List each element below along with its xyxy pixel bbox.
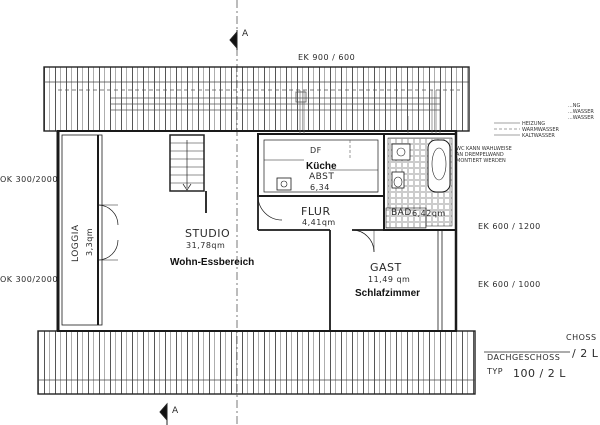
section-mark-top: A	[242, 29, 249, 39]
room-loggia-name: LOGGIA	[71, 224, 81, 262]
room-kueche-name: Küche	[306, 161, 337, 172]
roof-height-top: EK 900 / 600	[298, 53, 356, 62]
title-line3: TYP	[487, 367, 504, 376]
room-flur-area: 4,41qm	[302, 218, 336, 227]
title-line2: DACHGESCHOSS	[487, 353, 561, 362]
roof-height-right-upper: EK 600 / 1200	[478, 222, 541, 231]
gast-room-walls	[437, 230, 443, 331]
section-axis	[159, 0, 238, 425]
section-mark-bottom: A	[172, 406, 179, 416]
room-bad-name: BAD	[391, 208, 412, 218]
room-bad-area: 6,42qm	[412, 209, 446, 218]
legend-warmwasser: WARMWASSER	[522, 127, 559, 133]
legend-note-3: MONTIERT WERDEN	[456, 158, 506, 164]
room-studio-name: STUDIO	[185, 227, 231, 240]
roof-height-left-lower: OK 300/2000	[0, 275, 58, 284]
roof-height-left-upper: OK 300/2000	[0, 175, 58, 184]
pipe-lines	[295, 90, 441, 160]
title-line1: CHOSS	[566, 333, 597, 342]
bathroom	[383, 133, 457, 231]
roof-top	[43, 66, 470, 132]
room-kueche-code: ABST	[309, 172, 335, 182]
room-studio-label: Wohn-Essbereich	[170, 257, 255, 268]
room-gast-name: GAST	[370, 261, 402, 274]
title-line1b: / 2 L	[572, 347, 599, 360]
room-gast-area: 11,49 qm	[368, 275, 411, 284]
legend-note-1: WC KANN WAHLWEISE	[456, 146, 512, 152]
legend-top-1: ...NG	[568, 103, 581, 109]
legend-kaltwasser: KALTWASSER	[522, 133, 555, 139]
room-flur-name: FLUR	[301, 205, 331, 218]
stair	[169, 134, 205, 192]
legend-lines	[494, 122, 520, 136]
room-studio-area: 31,78qm	[186, 241, 226, 250]
room-kueche-area: 6,34	[310, 183, 330, 192]
room-loggia-area: 3,3qm	[85, 227, 94, 256]
roof-height-right-lower: EK 600 / 1000	[478, 280, 541, 289]
legend-top-3: ...WASSER	[568, 115, 594, 121]
loggia-area	[61, 134, 119, 326]
title-line3b: 100 / 2 L	[513, 367, 566, 380]
legend-top-2: ...WASSER	[568, 109, 594, 115]
room-gast-label: Schlafzimmer	[355, 288, 421, 299]
legend-heizung: HEIZUNG	[522, 121, 546, 127]
roof-bottom	[37, 330, 476, 395]
room-df-label: DF	[310, 146, 322, 155]
legend-note-2: AN DREMPELWAND	[456, 152, 504, 158]
